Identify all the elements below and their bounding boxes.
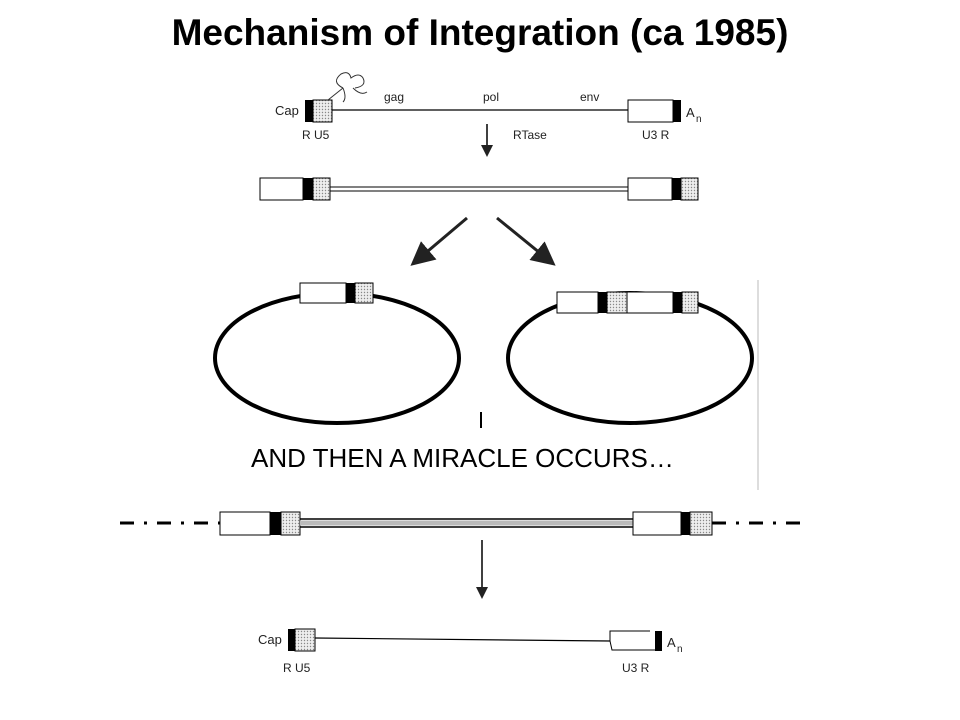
linear-dna — [259, 177, 699, 201]
u3-r-label: U3 R — [642, 128, 670, 142]
gag-label: gag — [384, 90, 404, 104]
integrated-dna — [120, 511, 810, 536]
viral-rna: Cap gag pol env A n R U5 U3 R RTase — [275, 72, 702, 157]
svg-text:Cap: Cap — [258, 632, 282, 647]
provirus-rna: Cap A n R U5 U3 R — [258, 628, 683, 675]
r-region — [305, 100, 313, 122]
arrow-left — [410, 216, 468, 266]
svg-text:U3 R: U3 R — [622, 661, 650, 675]
svg-text:R U5: R U5 — [283, 661, 311, 675]
svg-text:A: A — [667, 635, 676, 650]
env-label: env — [580, 90, 599, 104]
u5-region — [312, 99, 333, 123]
cap-label: Cap — [275, 103, 299, 118]
pol-label: pol — [483, 90, 499, 104]
one-ltr-circle — [213, 282, 461, 425]
r-u5-label: R U5 — [302, 128, 330, 142]
packaging-signal-loop — [327, 72, 368, 103]
slide-title: Mechanism of Integration (ca 1985) — [171, 12, 789, 53]
poly-a-label: A — [686, 105, 695, 120]
two-ltr-circle — [506, 280, 759, 490]
miracle-annotation: AND THEN A MIRACLE OCCURS… — [249, 443, 676, 474]
rtase-label: RTase — [513, 128, 547, 142]
svg-text:n: n — [677, 644, 683, 655]
u3-region — [627, 99, 674, 123]
arrow-right — [496, 216, 556, 266]
svg-text:n: n — [696, 114, 702, 125]
